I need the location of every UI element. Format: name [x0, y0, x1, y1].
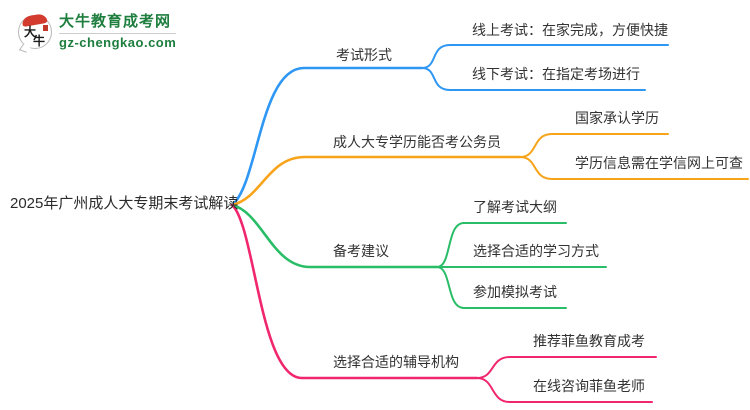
- branch-4-child-2-label: 在线咨询菲鱼老师: [533, 378, 645, 394]
- branch-1-child-2-label: 线下考试：在指定考场进行: [472, 66, 640, 82]
- branch-3-child-3-line: [436, 266, 567, 309]
- branch-2-child-2-label: 学历信息需在学信网上可查: [575, 155, 743, 171]
- branch-3-child-3-label: 参加模拟考试: [473, 284, 557, 300]
- site-logo[interactable]: 大 牛 大牛教育成考网 gz-chengkao.com: [18, 12, 177, 53]
- branch-1-line: [230, 66, 424, 207]
- logo-char-top: 大: [24, 25, 37, 39]
- branch-3-child-1-label: 了解考试大纲: [473, 199, 557, 215]
- branch-4-line: [230, 203, 479, 380]
- branch-3-label: 备考建议: [333, 243, 389, 259]
- branch-2-child-1-label: 国家承认学历: [575, 110, 659, 126]
- branch-3-line: [230, 203, 439, 269]
- branch-1-child-1-line: [421, 44, 669, 69]
- branch-2-child-1-line: [519, 133, 669, 158]
- logo-text: 大牛教育成考网 gz-chengkao.com: [59, 12, 177, 51]
- branch-1-child-2-line: [421, 67, 646, 91]
- branch-4-child-2-line: [476, 377, 653, 403]
- logo-red-seal: [43, 25, 48, 31]
- site-url: gz-chengkao.com: [59, 33, 177, 50]
- logo-icon: 大 牛: [18, 12, 52, 53]
- branch-3-child-2-label: 选择合适的学习方式: [473, 243, 599, 259]
- site-name: 大牛教育成考网: [59, 13, 172, 30]
- branch-4-label: 选择合适的辅导机构: [333, 354, 459, 370]
- branch-1-label: 考试形式: [336, 47, 392, 63]
- branch-2-line: [230, 155, 522, 207]
- branch-4-child-1-label: 推荐菲鱼教育成考: [533, 333, 645, 349]
- branch-1-child-1-label: 线上考试：在家完成，方便快捷: [472, 22, 668, 38]
- branch-4-child-1-line: [476, 356, 657, 379]
- root-topic: 2025年广州成人大专期末考试解读: [10, 195, 239, 212]
- logo-char-bottom: 牛: [33, 34, 46, 48]
- branch-3-child-1-line: [436, 222, 567, 268]
- branch-2-label: 成人大专学历能否考公务员: [333, 134, 501, 150]
- branch-2-child-2-line: [519, 156, 749, 180]
